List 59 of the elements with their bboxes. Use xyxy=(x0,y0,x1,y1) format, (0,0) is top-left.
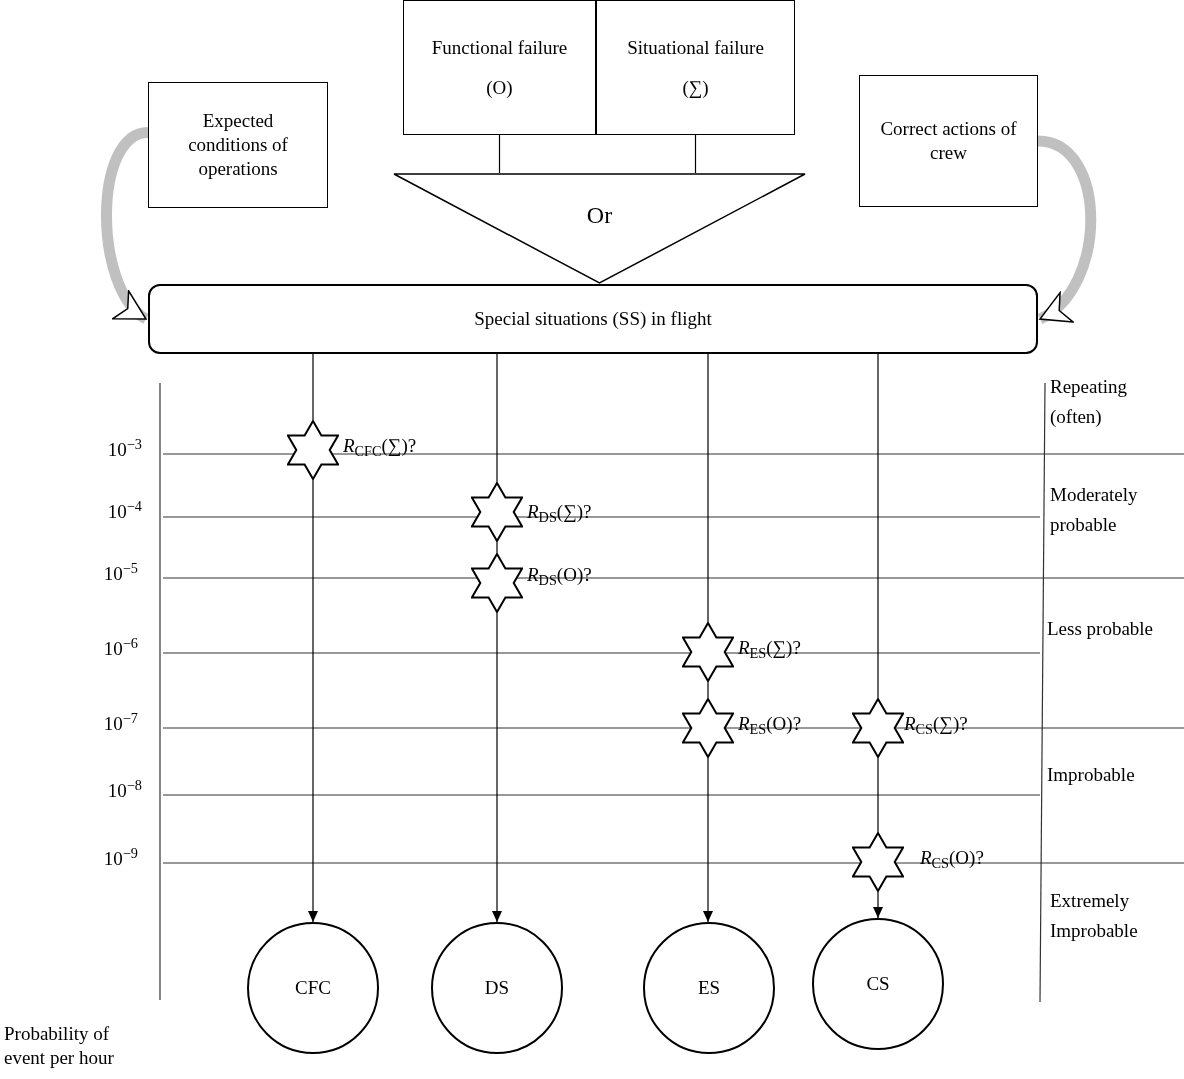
probability-label: R$_{ES}$(O)? xyxy=(738,714,802,733)
star-marker xyxy=(682,698,734,758)
tick-label: 10$^{−5}$ xyxy=(102,564,138,583)
probability-label: R$_{ES}$(∑)? xyxy=(738,638,801,657)
connector-line xyxy=(703,757,713,923)
text-box xyxy=(148,82,328,208)
tick-label: 10$^{−4}$ xyxy=(106,502,142,521)
probability-label: R$_{CS}$(O)? xyxy=(920,848,984,867)
connector-line xyxy=(694,134,697,174)
text-box xyxy=(596,0,795,135)
connector-line xyxy=(873,891,883,919)
probability-label: R$_{DS}$(∑)? xyxy=(527,502,592,521)
star-marker xyxy=(852,832,904,892)
connector-line xyxy=(707,681,709,699)
connector-line xyxy=(492,612,502,923)
category-label: Less probable xyxy=(1047,617,1155,641)
situation-bar xyxy=(148,284,1038,354)
connector-line xyxy=(498,134,501,174)
connector-line xyxy=(496,541,498,554)
star-marker xyxy=(287,420,339,480)
connector-line xyxy=(496,353,498,483)
probability-label: R$_{CFC}$(∑)? xyxy=(343,436,417,455)
box-text: Situational failure xyxy=(627,35,764,60)
text-box xyxy=(859,75,1038,207)
circle-text: ES xyxy=(697,975,721,1000)
tick-label: 10$^{−8}$ xyxy=(106,781,142,800)
category-label: Extremely Improbable xyxy=(1050,889,1139,944)
box-text: (O) xyxy=(486,75,513,100)
star-marker xyxy=(852,698,904,758)
category-label: Moderately probable xyxy=(1050,483,1139,538)
box-text: (∑) xyxy=(682,75,709,100)
connector-line xyxy=(312,353,314,421)
tick-label: 10$^{−6}$ xyxy=(102,639,138,658)
tick-label: 10$^{−9}$ xyxy=(102,849,138,868)
connector-line xyxy=(707,353,709,623)
bar-text: Special situations (SS) in flight xyxy=(474,306,712,331)
box-text: Correct actions of crew xyxy=(880,117,1017,165)
tick-label: 10$^{−7}$ xyxy=(102,714,138,733)
or-gate-triangle xyxy=(393,173,806,284)
box-text: Expected conditions of operations xyxy=(187,109,289,181)
box-text: Functional failure xyxy=(431,35,568,60)
category-label: Probability of event per hour xyxy=(4,1022,115,1070)
probability-label: R$_{CS}$(∑)? xyxy=(904,714,968,733)
probability-label: R$_{DS}$(O)? xyxy=(527,565,592,584)
star-marker xyxy=(682,622,734,682)
category-label: Improbable xyxy=(1047,763,1136,787)
circle-text: DS xyxy=(484,975,510,1000)
connector-line xyxy=(308,479,318,923)
tick-label: 10$^{−3}$ xyxy=(106,440,142,459)
text-box xyxy=(403,0,596,135)
gate-text: Or xyxy=(586,201,613,230)
star-marker xyxy=(471,553,523,613)
curved-arrow xyxy=(101,127,150,324)
circle-text: CS xyxy=(866,971,890,996)
connector-line xyxy=(877,353,879,699)
circle-text: CFC xyxy=(295,975,331,1000)
category-label: Repeating (often) xyxy=(1050,375,1129,430)
connector-line xyxy=(877,757,879,833)
star-marker xyxy=(471,482,523,542)
